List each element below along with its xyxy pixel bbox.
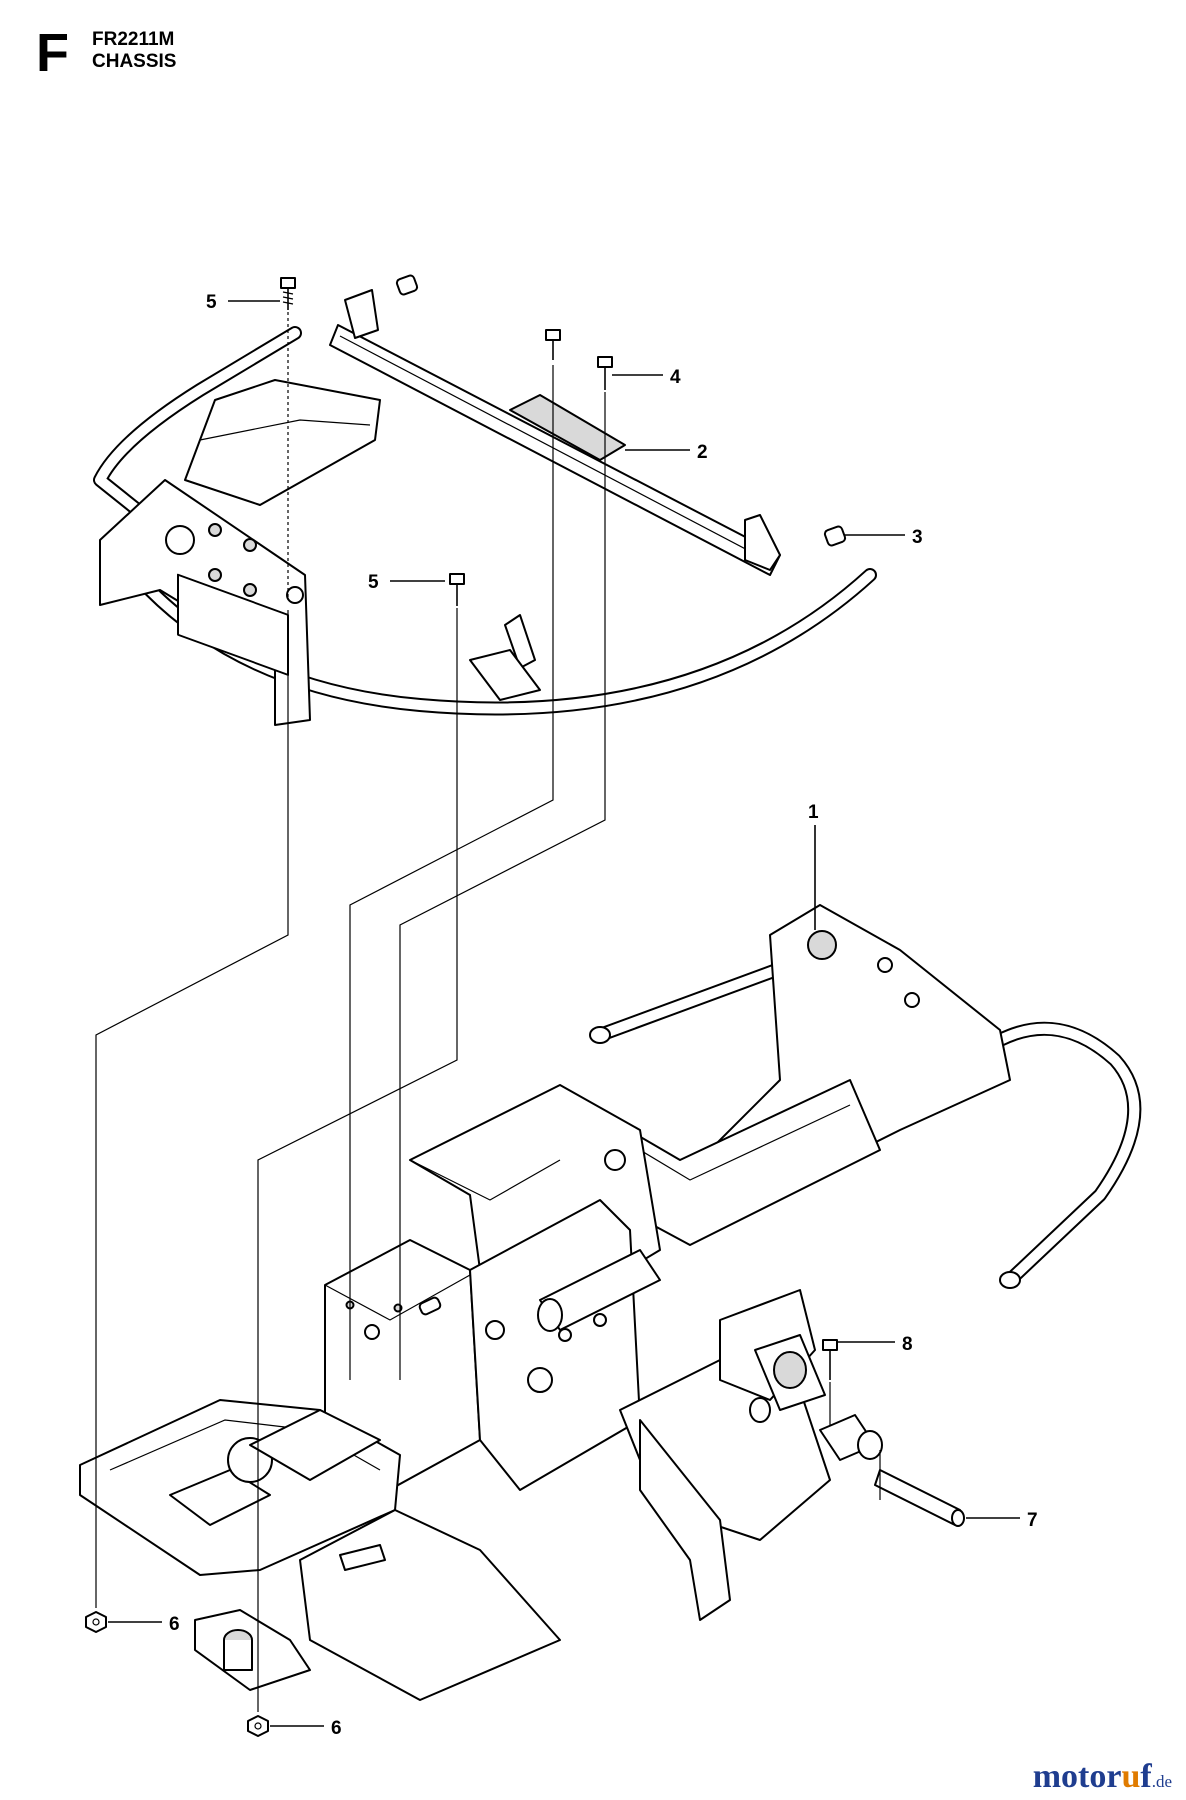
callout-6-left: 6 <box>169 1614 180 1635</box>
upper-frame-assembly <box>93 274 877 726</box>
assembly-guide-lines <box>95 312 881 1712</box>
callout-3: 3 <box>912 527 923 548</box>
callout-2: 2 <box>697 442 708 463</box>
model-number: FR2211M <box>92 29 175 50</box>
callouts: 5 4 2 3 5 1 8 7 6 6 <box>108 292 1038 1739</box>
fasteners <box>85 277 838 1737</box>
callout-5-middle: 5 <box>368 572 379 593</box>
callout-7: 7 <box>1027 1510 1038 1531</box>
callout-8: 8 <box>902 1334 913 1355</box>
callout-1: 1 <box>808 802 819 823</box>
section-letter: F <box>36 23 69 83</box>
watermark-logo: motoruf.de <box>1032 1758 1172 1795</box>
callout-4: 4 <box>670 367 681 388</box>
callout-6-bottom: 6 <box>331 1718 342 1739</box>
diagram-title: CHASSIS <box>92 51 177 72</box>
callout-5-top: 5 <box>206 292 217 313</box>
main-chassis-assembly <box>79 904 1142 1701</box>
